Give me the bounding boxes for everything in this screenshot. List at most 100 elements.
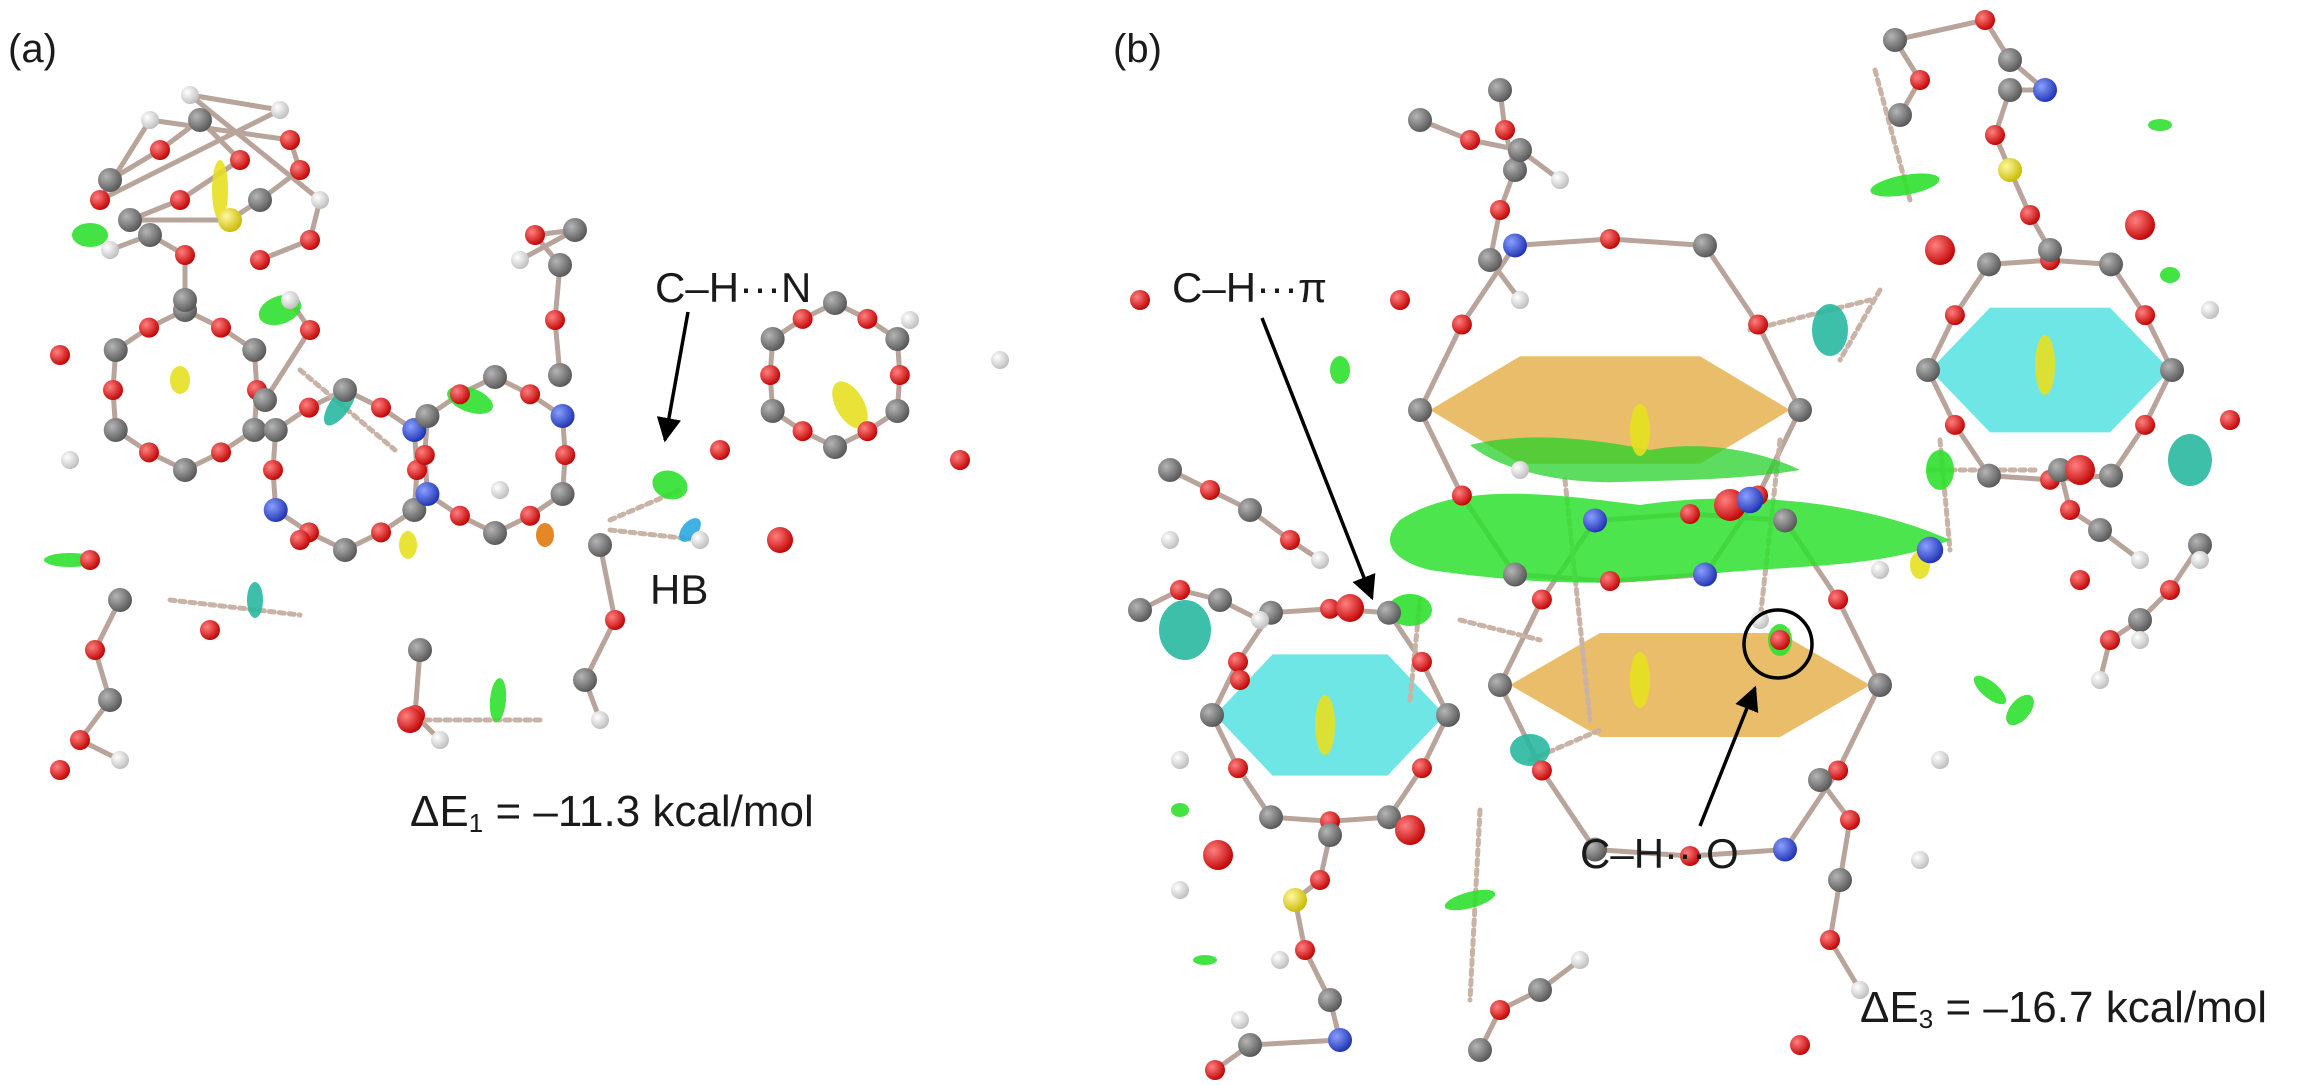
hydrogen-atom [1871, 561, 1889, 579]
panel-a-tag: (a) [8, 27, 57, 71]
oxygen-atom [792, 308, 813, 329]
carbon-atom [1318, 823, 1342, 847]
nci-isosurface [1630, 652, 1650, 708]
nci-isosurface [1315, 695, 1335, 755]
oxygen-atom [1203, 840, 1233, 870]
nci-isosurface [2035, 335, 2055, 395]
carbon-atom [1436, 703, 1460, 727]
oxygen-atom [1130, 290, 1150, 310]
oxygen-atom [605, 610, 625, 630]
oxygen-atom [1770, 630, 1790, 650]
oxygen-atom [2065, 455, 2095, 485]
oxygen-atom [250, 250, 270, 270]
carbon-atom [108, 588, 132, 612]
nci-isosurface [1870, 173, 1940, 197]
nci-isosurface [72, 223, 108, 247]
oxygen-atom [50, 760, 70, 780]
carbon-atom [1977, 252, 2001, 277]
carbon-atom [1488, 78, 1512, 102]
hydrogen-atom [591, 711, 609, 729]
oxygen-atom [1451, 314, 1472, 335]
nci-isosurface [1630, 404, 1650, 456]
nci-isosurface [399, 531, 417, 559]
oxygen-atom [150, 140, 170, 160]
nitrogen-atom [1773, 837, 1797, 862]
sulfur-atom [1283, 888, 1307, 912]
oxygen-atom [1451, 485, 1472, 506]
carbon-atom [1998, 48, 2022, 72]
carbon-atom [1916, 358, 1940, 382]
oxygen-atom [1320, 598, 1340, 619]
hydrogen-atom [2131, 551, 2149, 569]
carbon-atom [103, 418, 128, 442]
bond [597, 542, 618, 623]
carbon-atom [1868, 673, 1892, 697]
panel-b-arrow-ch-pi [1260, 317, 1376, 601]
carbon-atom [263, 418, 288, 442]
oxygen-atom [211, 442, 231, 463]
nci-isosurface [1444, 889, 1496, 911]
hbond-contact [1747, 297, 1873, 333]
bond [1592, 847, 1693, 859]
oxygen-atom [545, 310, 565, 330]
oxygen-atom [211, 317, 231, 338]
pi-stacking-isosurface [1470, 437, 1800, 483]
hydrogen-atom [1511, 291, 1529, 309]
oxygen-atom [1680, 504, 1700, 524]
carbon-atom [1693, 233, 1717, 258]
hydrogen-atom [61, 451, 79, 469]
pi-stacking-isosurface [1390, 493, 1950, 583]
carbon-atom [1883, 28, 1907, 52]
oxygen-atom [2135, 305, 2156, 326]
carbon-atom [242, 418, 267, 442]
oxygen-atom [1840, 810, 1860, 830]
carbon-atom [823, 435, 847, 459]
oxygen-atom [1910, 70, 1930, 90]
carbon-atom [563, 218, 587, 242]
oxygen-atom [520, 505, 541, 526]
aromatic-ring-fill [1430, 356, 1790, 464]
hydrogen-atom [101, 241, 119, 259]
nci-isosurface [2160, 267, 2180, 283]
aromatic-ring-fill [1510, 633, 1870, 737]
carbon-atom [1488, 673, 1512, 697]
oxygen-atom [1336, 594, 1364, 622]
carbon-atom [2048, 458, 2072, 482]
bond [1835, 597, 1883, 688]
panel-b: (b) C–H···π C–H···O ΔE3 = –16.7 kcal/mol [1113, 10, 2267, 1080]
carbon-atom [548, 363, 572, 387]
carbon-atom [1808, 768, 1832, 792]
oxygen-atom [710, 440, 730, 460]
carbon-atom [118, 208, 142, 232]
oxygen-atom [1411, 758, 1432, 779]
nitrogen-atom [2033, 78, 2057, 102]
carbon-atom [1583, 837, 1607, 862]
carbon-atom [173, 288, 197, 312]
carbon-atom [1468, 1038, 1492, 1062]
oxygen-atom [1490, 200, 1510, 220]
carbon-atom [1773, 508, 1797, 533]
carbon-atom [885, 399, 910, 423]
carbon-atom [98, 688, 122, 712]
carbon-atom [1478, 248, 1502, 272]
oxygen-atom [300, 320, 320, 340]
oxygen-atom [290, 160, 310, 180]
oxygen-atom [1600, 229, 1620, 249]
carbon-atom [885, 327, 910, 351]
carbon-atom [760, 399, 785, 423]
hydrogen-atom [1571, 951, 1589, 969]
nci-isosurface [489, 678, 507, 722]
panel-b-arrow-ch-o [1698, 685, 1759, 827]
oxygen-atom [85, 640, 105, 660]
carbon-atom [1828, 868, 1852, 892]
carbon-atom [1528, 978, 1552, 1002]
oxygen-atom [2160, 580, 2180, 600]
carbon-atom [408, 638, 432, 662]
panel-b-atoms [1128, 10, 2240, 1080]
carbon-atom [1998, 78, 2022, 102]
oxygen-atom [520, 384, 541, 405]
oxygen-atom [300, 230, 320, 250]
oxygen-atom [1531, 760, 1552, 781]
panel-a-annotation-hb: HB [650, 566, 708, 613]
hydrogen-atom [1851, 981, 1869, 999]
